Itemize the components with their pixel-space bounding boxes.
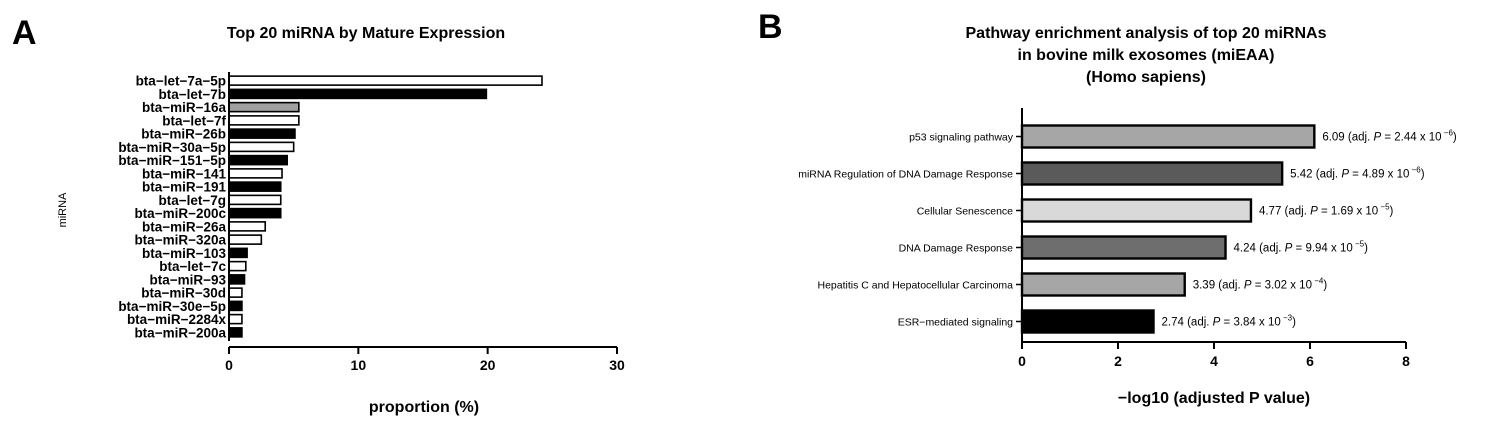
chart-a-category-label: bta−miR−2284x [127,312,227,327]
chart-a-bar [228,300,243,312]
chart-a-bar [228,207,282,219]
chart-b-x-tick-label: 4 [1210,353,1218,369]
chart-a-bar [228,101,300,113]
chart-b-category-labels: p53 signaling pathway miRNA Regulation of… [798,132,1022,329]
chart-a-category-label: bta−let−7a−5p [136,74,226,89]
chart-a-category-labels: bta−let−7a−5pbta−let−7bbta−miR−16abta−le… [118,74,226,341]
chart-a-category-label: bta−miR−26b [141,127,226,142]
panel-letter-b: B [758,8,783,46]
chart-a-category-label: bta−miR−320a [134,233,226,248]
chart-b-bar [1020,198,1253,223]
chart-a-title: Top 20 miRNA by Mature Expression [227,25,505,42]
chart-a-x-tick-label: 30 [609,357,625,373]
chart-b-data-label: 4.77 (adj. P = 1.69 x 10 −5) [1259,203,1394,218]
chart-b-data-label: 6.09 (adj. P = 2.44 x 10 −6) [1322,129,1457,144]
chart-b-title-line-2: in bovine milk exosomes (miEAA) [1018,47,1275,64]
chart-a-category-label: bta−miR−30d [141,286,226,301]
chart-a-category-label: bta−let−7g [158,193,226,208]
chart-a-category-label: bta−miR−103 [142,246,227,261]
chart-a-bar [228,247,248,259]
chart-b-x-axis-title: −log10 (adjusted P value) [1118,390,1310,407]
chart-b-value-labels: 6.09 (adj. P = 2.44 x 10 −6) 5.42 (adj. P… [1162,129,1457,329]
chart-b-bar [1020,272,1186,297]
chart-a-bar [228,313,243,325]
chart-b-title-line-3: (Homo sapiens) [1086,69,1206,86]
chart-a-bar [228,260,247,272]
chart-a-category-label: bta−miR−141 [142,166,227,181]
chart-b-x-tick-label: 8 [1402,353,1410,369]
chart-a-bar [228,274,246,285]
chart-a-category-label: bta−let−7f [162,113,226,128]
chart-b-title-line-1: Pathway enrichment analysis of top 20 mi… [966,25,1327,42]
chart-b-x-tick-label: 6 [1306,353,1314,369]
chart-b-category-label: ESR−mediated signaling [898,317,1013,329]
chart-a-bar [228,128,296,139]
chart-b-x-ticks: 0 2 4 6 8 [1018,342,1410,369]
chart-b-category-label: DNA Damage Response [899,243,1014,255]
chart-a-category-label: bta−miR−26a [142,219,227,234]
chart-a-bar [228,221,267,232]
chart-a-bar [228,168,283,179]
chart-a-bar [228,287,243,298]
chart-b-data-label: 2.74 (adj. P = 3.84 x 10 −3) [1162,314,1297,329]
chart-b-category-label: Hepatitis C and Hepatocellular Carcinoma [817,280,1013,292]
chart-a-x-tick-label: 20 [480,357,496,373]
chart-a-bars [228,75,543,338]
chart-a-category-label: bta−let−7c [159,259,226,274]
chart-b-bar [1020,124,1316,149]
chart-a-category-label: bta−miR−151−5p [118,153,226,168]
chart-b-data-label: 3.39 (adj. P = 3.02 x 10 −4) [1193,277,1328,292]
chart-a-category-label: bta−miR−191 [142,180,227,195]
chart-b-bar [1020,161,1284,186]
chart-a-x-tick-label: 10 [351,357,367,373]
chart-a-x-axis-title: proportion (%) [369,399,479,416]
chart-a-category-label: bta−miR−16a [142,100,227,115]
chart-a-category-label: bta−miR−30e−5p [118,299,226,314]
chart-a-bar [228,141,295,153]
chart-b-data-label: 4.24 (adj. P = 9.94 x 10 −5) [1234,240,1369,255]
chart-b-bars [1020,124,1316,334]
chart-b-category-label: p53 signaling pathway [909,132,1014,144]
chart-b-data-label: 5.42 (adj. P = 4.89 x 10 −6) [1290,166,1425,181]
chart-a-bar [228,115,300,126]
chart-a-category-label: bta−miR−200c [134,206,226,221]
chart-b-x-tick-label: 0 [1018,353,1026,369]
chart-a-bar [228,181,282,192]
chart-a-category-label: bta−miR−93 [149,272,226,287]
chart-a-category-label: bta−miR−200a [134,325,226,340]
chart-b-category-label: miRNA Regulation of DNA Damage Response [798,169,1013,181]
panel-b: B Pathway enrichment analysis of top 20 … [758,8,1457,407]
chart-a-bar [228,194,282,206]
chart-a-bar [228,327,243,338]
chart-b-bar [1020,309,1155,334]
chart-a-y-axis-title: miRNA [57,192,69,227]
panel-letter-a: A [12,14,37,52]
chart-a-x-tick-label: 0 [225,357,233,373]
panel-a: A Top 20 miRNA by Mature Expression bta−… [12,14,625,416]
chart-a-bar [228,154,289,166]
chart-a-bar [228,75,543,86]
chart-a-bar [228,88,488,100]
chart-b-bar [1020,235,1227,260]
chart-a-category-label: bta−miR−30a−5p [118,140,226,155]
chart-a-category-label: bta−let−7b [158,87,226,102]
chart-b-category-label: Cellular Senescence [917,206,1013,218]
chart-a-x-ticks: 0 10 20 30 [225,347,625,373]
chart-a-bar [228,234,263,245]
chart-b-x-tick-label: 2 [1114,353,1122,369]
